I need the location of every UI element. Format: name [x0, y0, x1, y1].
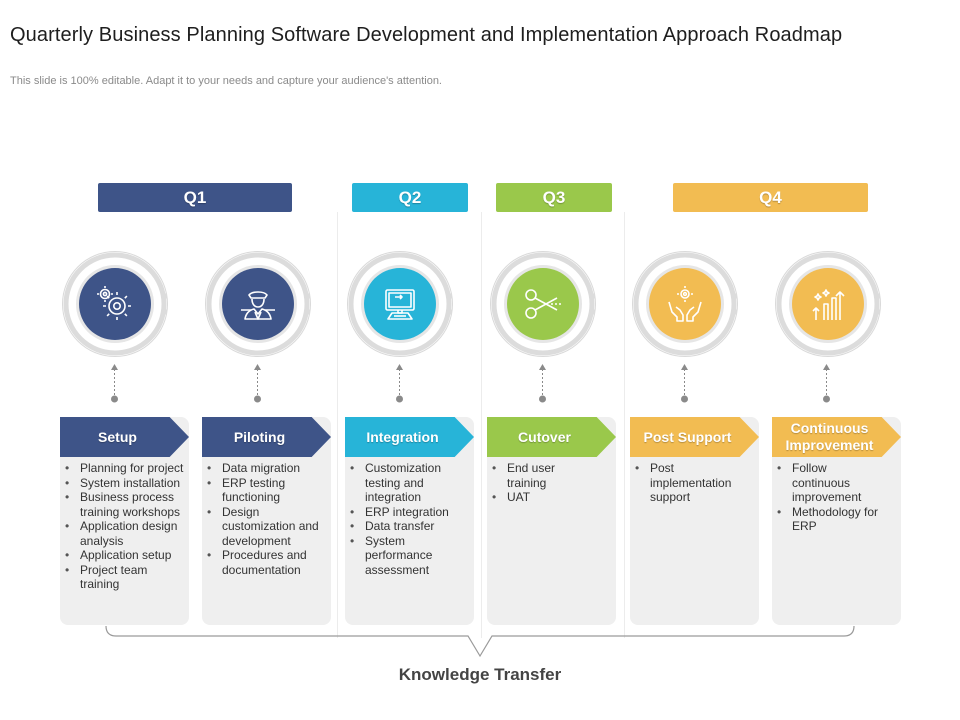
list-item: Post implementation support — [630, 461, 748, 505]
hands-gear-icon — [668, 286, 702, 322]
list-item: Methodology for ERP — [772, 505, 888, 534]
phase-icon-disc — [364, 268, 436, 340]
phase-connector — [111, 364, 118, 403]
phase-connector — [539, 364, 546, 403]
quarter-bar-q1: Q1 — [98, 183, 292, 212]
phase-title: Post Support — [643, 428, 732, 445]
phase-icon-ring — [491, 252, 595, 356]
phase-title: Piloting — [233, 428, 286, 445]
quarter-bar-q4: Q4 — [673, 183, 868, 212]
computer-icon — [385, 289, 415, 320]
phase-arrow-piloting: Piloting — [202, 417, 331, 457]
phase-icon-disc — [792, 268, 864, 340]
list-item: Data migration — [202, 461, 326, 476]
list-item: Data transfer — [345, 519, 469, 534]
page-title: Quarterly Business Planning Software Dev… — [10, 24, 843, 46]
column-divider — [337, 212, 338, 638]
knowledge-brace — [105, 625, 855, 658]
list-item: UAT — [487, 490, 587, 505]
phase-items: End user training UAT — [487, 461, 587, 505]
list-item: ERP integration — [345, 505, 469, 520]
phase-title: Cutover — [518, 428, 571, 445]
phase-arrow-cutover: Cutover — [487, 417, 616, 457]
phase-arrow-continuous-improvement: Continuous Improvement — [772, 417, 901, 457]
list-item: Customization testing and integration — [345, 461, 469, 505]
list-item: Design customization and development — [202, 505, 326, 549]
phase-items: Data migration ERP testing functioning D… — [202, 461, 326, 577]
column-divider — [624, 212, 625, 638]
growth-chart-icon — [812, 289, 845, 320]
phase-title: Continuous Improvement — [785, 420, 874, 453]
column-divider — [481, 212, 482, 638]
quarter-bar-q2: Q2 — [352, 183, 468, 212]
phase-items: Follow continuous improvement Methodolog… — [772, 461, 888, 534]
list-item: Project team training — [60, 563, 188, 592]
gears-icon — [97, 286, 131, 320]
list-item: System installation — [60, 476, 188, 491]
phase-connector — [254, 364, 261, 403]
ring-decoration — [63, 252, 167, 356]
phase-title: Setup — [98, 428, 137, 445]
ring-decoration — [491, 252, 595, 356]
phase-arrow-post-support: Post Support — [630, 417, 759, 457]
scissors-icon — [525, 289, 561, 319]
phase-items: Customization testing and integration ER… — [345, 461, 469, 577]
page-subtitle: This slide is 100% editable. Adapt it to… — [10, 75, 442, 87]
phase-icon-disc — [222, 268, 294, 340]
ring-decoration — [348, 252, 452, 356]
phase-icon-ring — [206, 252, 310, 356]
phase-icon-ring — [63, 252, 167, 356]
quarter-bar-q3: Q3 — [496, 183, 612, 212]
ring-decoration — [633, 252, 737, 356]
footer-label: Knowledge Transfer — [398, 665, 562, 684]
list-item: Procedures and documentation — [202, 548, 326, 577]
phase-items: Planning for project System installation… — [60, 461, 188, 592]
ring-decoration — [206, 252, 310, 356]
list-item: ERP testing functioning — [202, 476, 326, 505]
phase-arrow-setup: Setup — [60, 417, 189, 457]
phase-icon-ring — [776, 252, 880, 356]
list-item: Planning for project — [60, 461, 188, 476]
list-item: Application design analysis — [60, 519, 188, 548]
phase-connector — [396, 364, 403, 403]
phase-title: Integration — [366, 428, 439, 445]
phase-arrow-integration: Integration — [345, 417, 474, 457]
list-item: Follow continuous improvement — [772, 461, 888, 505]
phase-icon-disc — [649, 268, 721, 340]
quarter-label: Q3 — [542, 187, 566, 207]
quarter-label: Q4 — [759, 187, 782, 207]
phase-connector — [681, 364, 688, 403]
phase-icon-ring — [633, 252, 737, 356]
phase-icon-disc — [79, 268, 151, 340]
ring-decoration — [776, 252, 880, 356]
list-item: Application setup — [60, 548, 188, 563]
phase-items: Post implementation support — [630, 461, 748, 505]
quarter-label: Q1 — [183, 187, 207, 207]
phase-icon-disc — [507, 268, 579, 340]
list-item: System performance assessment — [345, 534, 469, 578]
list-item: End user training — [487, 461, 587, 490]
pilot-icon — [241, 291, 275, 320]
phase-icon-ring — [348, 252, 452, 356]
quarter-label: Q2 — [398, 187, 422, 207]
list-item: Business process training workshops — [60, 490, 188, 519]
phase-connector — [823, 364, 830, 403]
